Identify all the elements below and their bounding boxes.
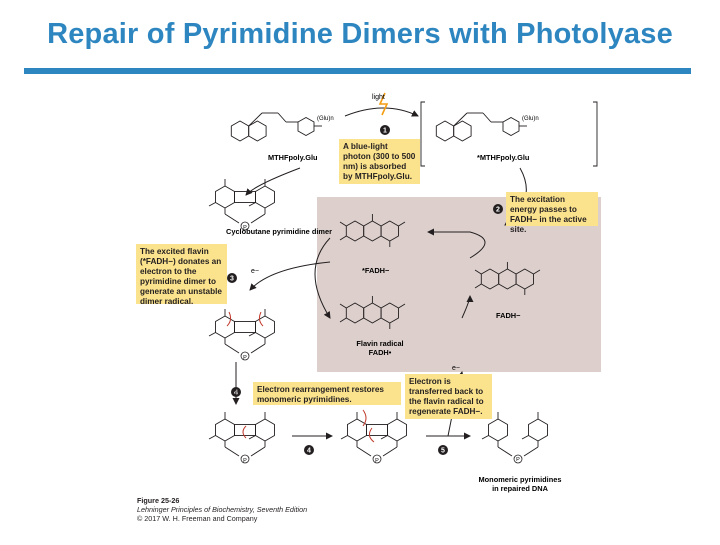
phosphate-label-3: P — [243, 458, 247, 464]
mthf-excited-structure — [436, 113, 527, 141]
phosphate-label-2: P — [243, 355, 247, 361]
step-4-badge-2: 4 — [307, 448, 311, 455]
monomeric-label-2: in repaired DNA — [492, 484, 549, 493]
electron-label-1: e− — [251, 268, 259, 275]
callout-step5: Electron is transferred back to the flav… — [405, 374, 492, 419]
glu-label-1: (Glu)n — [317, 116, 334, 122]
step-3-badge: 3 — [230, 276, 234, 283]
figure-caption: Figure 25-26 Lehninger Principles of Bio… — [137, 496, 337, 523]
step-5-badge: 5 — [441, 448, 445, 455]
dimer-radical-structure — [209, 309, 275, 360]
callout-step2: The excitation energy passes to FADH− in… — [506, 192, 598, 226]
step-1-badge: 1 — [383, 128, 387, 135]
flavin-radical-formula: FADH• — [369, 348, 392, 357]
monomer-pyrimidine-2 — [522, 412, 548, 447]
callout-step4: Electron rearrangement restores monomeri… — [253, 382, 401, 405]
electron-label-2: e− — [452, 365, 460, 372]
phosphate-label-5: P — [516, 457, 520, 463]
step-2-badge: 2 — [496, 207, 500, 214]
caption-copyright: © 2017 W. H. Freeman and Company — [137, 514, 337, 523]
callout-step3: The excited flavin (*FADH−) donates an e… — [136, 244, 227, 304]
bottom-dimer-2 — [341, 412, 407, 463]
caption-source: Lehninger Principles of Biochemistry, Se… — [137, 505, 337, 514]
cyclobutane-label: Cyclobutane pyrimidine dimer — [226, 227, 332, 236]
mthf-label: MTHFpoly.Glu — [268, 153, 318, 162]
fadh-excited-label: *FADH− — [362, 266, 390, 275]
bottom-dimer-1 — [209, 412, 275, 463]
monomeric-label: Monomeric pyrimidines — [479, 475, 562, 484]
cyclobutane-dimer-structure — [209, 179, 275, 230]
figure-number: Figure 25-26 — [137, 496, 337, 505]
flavin-radical-label: Flavin radical — [356, 339, 403, 348]
phosphate-label-4: P — [375, 458, 379, 464]
glu-label-2: (Glu)n — [522, 116, 539, 122]
fadh-label: FADH− — [496, 311, 521, 320]
phosphate-label-1: P — [243, 225, 247, 231]
mthf-structure — [231, 113, 322, 141]
light-label: light — [372, 94, 385, 101]
callout-step1: A blue-light photon (300 to 500 nm) is a… — [339, 139, 420, 184]
mthf-excited-label: *MTHFpoly.Glu — [477, 153, 530, 162]
